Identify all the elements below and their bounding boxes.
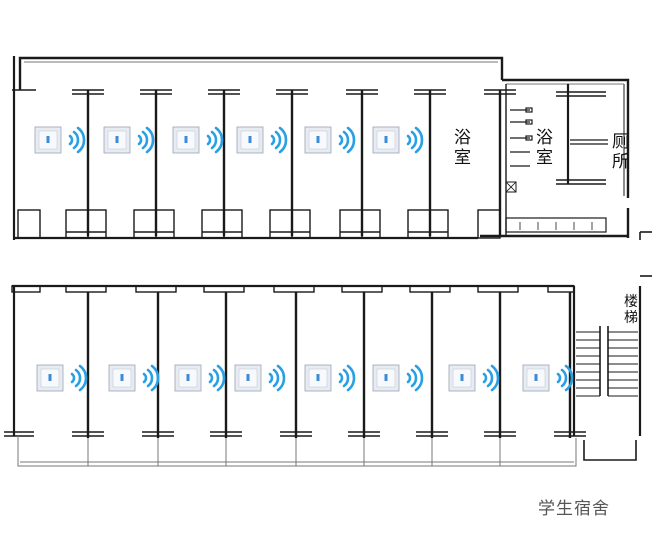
smart-switch-marker <box>172 126 224 154</box>
smart-switch-icon <box>34 126 62 154</box>
smart-switch-icon <box>108 364 136 392</box>
wifi-signal-icon <box>70 364 88 392</box>
balcony <box>17 436 577 467</box>
room-label-char: 室 <box>536 148 553 168</box>
plan-caption: 学生宿舍 <box>538 499 610 519</box>
wifi-signal-icon <box>406 126 424 154</box>
wifi-signal-icon <box>68 126 86 154</box>
smart-switch-icon <box>448 364 476 392</box>
smart-switch-marker <box>304 364 356 392</box>
wifi-signal-icon <box>142 364 160 392</box>
smart-switch-icon <box>304 364 332 392</box>
smart-switch-icon <box>234 364 262 392</box>
room-label-char: 室 <box>454 148 471 168</box>
top-wing <box>12 56 652 240</box>
wifi-signal-icon <box>338 126 356 154</box>
smart-switch-marker <box>372 364 424 392</box>
smart-switch-marker <box>103 126 155 154</box>
smart-switch-marker <box>234 364 286 392</box>
room-label-char: 楼 <box>624 294 638 310</box>
smart-switch-marker <box>448 364 500 392</box>
smart-switch-icon <box>372 364 400 392</box>
staircase <box>572 275 652 461</box>
wifi-signal-icon <box>206 126 224 154</box>
smart-switch-icon <box>103 126 131 154</box>
room-label-bath-1: 浴 室 <box>454 128 471 168</box>
smart-switch-marker <box>174 364 226 392</box>
wifi-signal-icon <box>268 364 286 392</box>
room-label-char: 梯 <box>624 310 638 326</box>
smart-switch-icon <box>36 364 64 392</box>
room-label-bath-2: 浴 室 <box>536 128 553 168</box>
smart-switch-icon <box>522 364 550 392</box>
top-switch-markers <box>34 126 424 154</box>
smart-switch-marker <box>36 364 88 392</box>
room-label-char: 浴 <box>536 128 553 148</box>
bottom-wing <box>4 275 652 467</box>
smart-switch-marker <box>108 364 160 392</box>
wifi-signal-icon <box>208 364 226 392</box>
smart-switch-icon <box>304 126 332 154</box>
room-label-toilet: 厕 所 <box>612 132 629 172</box>
top-partitions <box>12 89 516 239</box>
wifi-signal-icon <box>270 126 288 154</box>
bottom-switch-markers <box>36 364 574 392</box>
smart-switch-icon <box>372 126 400 154</box>
room-label-char: 所 <box>612 152 629 172</box>
smart-switch-marker <box>372 126 424 154</box>
room-label-stairs: 楼 梯 <box>624 294 638 326</box>
smart-switch-icon <box>236 126 264 154</box>
smart-switch-marker <box>304 126 356 154</box>
room-label-char: 厕 <box>612 132 629 152</box>
room-label-char: 浴 <box>454 128 471 148</box>
smart-switch-marker <box>236 126 288 154</box>
wifi-signal-icon <box>338 364 356 392</box>
service-wing <box>480 78 652 240</box>
smart-switch-marker <box>34 126 86 154</box>
wifi-signal-icon <box>406 364 424 392</box>
wifi-signal-icon <box>482 364 500 392</box>
smart-switch-marker <box>522 364 574 392</box>
floor-plan: 浴 室 浴 室 厕 所 楼 梯 <box>4 56 652 467</box>
smart-switch-icon <box>172 126 200 154</box>
smart-switch-icon <box>174 364 202 392</box>
wifi-signal-icon <box>137 126 155 154</box>
